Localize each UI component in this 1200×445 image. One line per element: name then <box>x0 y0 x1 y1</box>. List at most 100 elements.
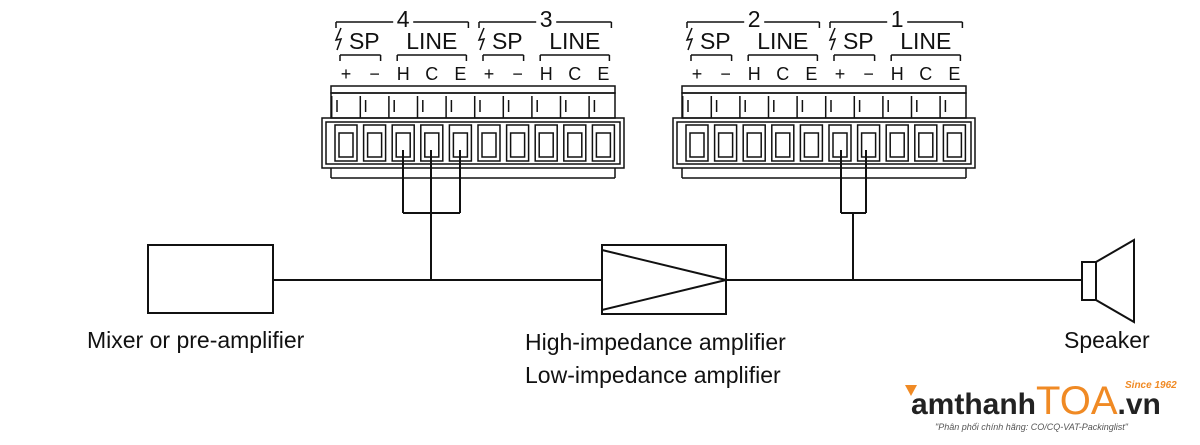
logo-accent-mark <box>905 385 917 396</box>
sp-label: SP <box>843 28 874 54</box>
terminal-slot[interactable] <box>334 124 358 162</box>
block-inner-frame <box>325 121 621 165</box>
speaker-icon <box>1081 238 1135 324</box>
pin-label: + <box>484 64 495 84</box>
pin-label: C <box>425 64 438 84</box>
speaker-output-wiring <box>840 150 867 280</box>
terminal-screw <box>481 132 497 158</box>
terminal-screw <box>918 132 934 158</box>
pin-label: + <box>835 64 846 84</box>
pin-label: − <box>720 64 731 84</box>
line-label: LINE <box>406 28 457 54</box>
pin-label: H <box>540 64 553 84</box>
pin-label: + <box>341 64 352 84</box>
speaker-label: Speaker <box>1064 327 1150 353</box>
terminal-screw <box>595 132 612 158</box>
terminal-slot[interactable] <box>477 124 501 162</box>
mixer-box <box>147 244 274 314</box>
terminal-slot[interactable] <box>856 124 881 162</box>
terminal-screw <box>509 132 526 158</box>
terminal-screw <box>946 132 963 158</box>
terminal-slot[interactable] <box>799 124 824 162</box>
lightning-icon <box>828 27 837 51</box>
amp-high-label: High-impedance amplifier <box>525 329 786 355</box>
channel-number: 1 <box>891 6 904 32</box>
pin-label: E <box>597 64 609 84</box>
terminal-slot[interactable] <box>713 124 738 162</box>
logo-since: Since 1962 <box>1125 380 1177 391</box>
terminal-slot[interactable] <box>563 124 587 162</box>
line-input-wiring <box>402 150 461 280</box>
pin-label: H <box>748 64 761 84</box>
terminal-slot[interactable] <box>685 124 709 162</box>
pin-label: E <box>805 64 817 84</box>
terminal-screw <box>889 132 905 158</box>
logo-text-a: amthanh <box>911 388 1036 421</box>
terminal-screw <box>366 132 383 158</box>
terminal-slot[interactable] <box>771 124 795 162</box>
terminal-screw <box>746 132 762 158</box>
terminal-screw <box>860 132 877 158</box>
mixer-label: Mixer or pre-amplifier <box>87 327 305 353</box>
pin-label: E <box>454 64 466 84</box>
block-upper-body <box>681 92 967 119</box>
lightning-icon <box>334 27 343 51</box>
terminal-slot[interactable] <box>505 124 530 162</box>
line-label: LINE <box>757 28 808 54</box>
terminal-screw <box>775 132 791 158</box>
lightning-icon <box>477 27 486 51</box>
pin-label: H <box>397 64 410 84</box>
block-lower-body <box>672 117 976 169</box>
terminal-slot[interactable] <box>534 124 558 162</box>
logo-tagline: "Phân phối chính hãng: CO/CQ-VAT-Packing… <box>935 422 1129 432</box>
terminal-screw <box>567 132 583 158</box>
pin-label: − <box>863 64 874 84</box>
amp-low-label: Low-impedance amplifier <box>525 362 781 388</box>
block-upper-body <box>330 92 616 119</box>
terminal-cells <box>330 96 616 162</box>
pin-label: C <box>568 64 581 84</box>
sp-label: SP <box>492 28 523 54</box>
pin-label: C <box>776 64 789 84</box>
pin-label: + <box>692 64 703 84</box>
terminal-slot[interactable] <box>914 124 938 162</box>
block-top-rail <box>330 85 616 94</box>
pin-label: − <box>512 64 523 84</box>
terminal-slot[interactable] <box>942 124 967 162</box>
terminal-slot[interactable] <box>362 124 387 162</box>
block-lower-body <box>321 117 625 169</box>
terminal-screw <box>803 132 820 158</box>
terminal-slot[interactable] <box>885 124 909 162</box>
terminal-slot[interactable] <box>742 124 766 162</box>
terminal-cells <box>681 96 967 162</box>
pin-label: H <box>891 64 904 84</box>
block-top-rail <box>681 85 967 94</box>
amthanhtoa-logo: amthanhTOA.vn Since 1962 "Phân phối chín… <box>905 379 1177 432</box>
terminal-screw <box>338 132 354 158</box>
logo-text-c: .vn <box>1118 388 1161 421</box>
amplifier-triangle-icon <box>601 248 727 312</box>
sp-label: SP <box>349 28 380 54</box>
sp-label: SP <box>700 28 731 54</box>
terminal-block-left <box>321 85 625 179</box>
channel-number: 4 <box>397 6 410 32</box>
terminal-screw <box>538 132 554 158</box>
pin-label: C <box>919 64 932 84</box>
block-inner-frame <box>676 121 972 165</box>
terminal-slot[interactable] <box>591 124 616 162</box>
terminal-screw <box>689 132 705 158</box>
logo-wordmark: amthanhTOA.vn <box>911 379 1161 423</box>
pin-label: E <box>948 64 960 84</box>
logo-text-b: TOA <box>1036 379 1118 423</box>
channel-number: 2 <box>748 6 761 32</box>
line-label: LINE <box>900 28 951 54</box>
channel-number: 3 <box>540 6 553 32</box>
pin-label: − <box>369 64 380 84</box>
terminal-screw <box>717 132 734 158</box>
